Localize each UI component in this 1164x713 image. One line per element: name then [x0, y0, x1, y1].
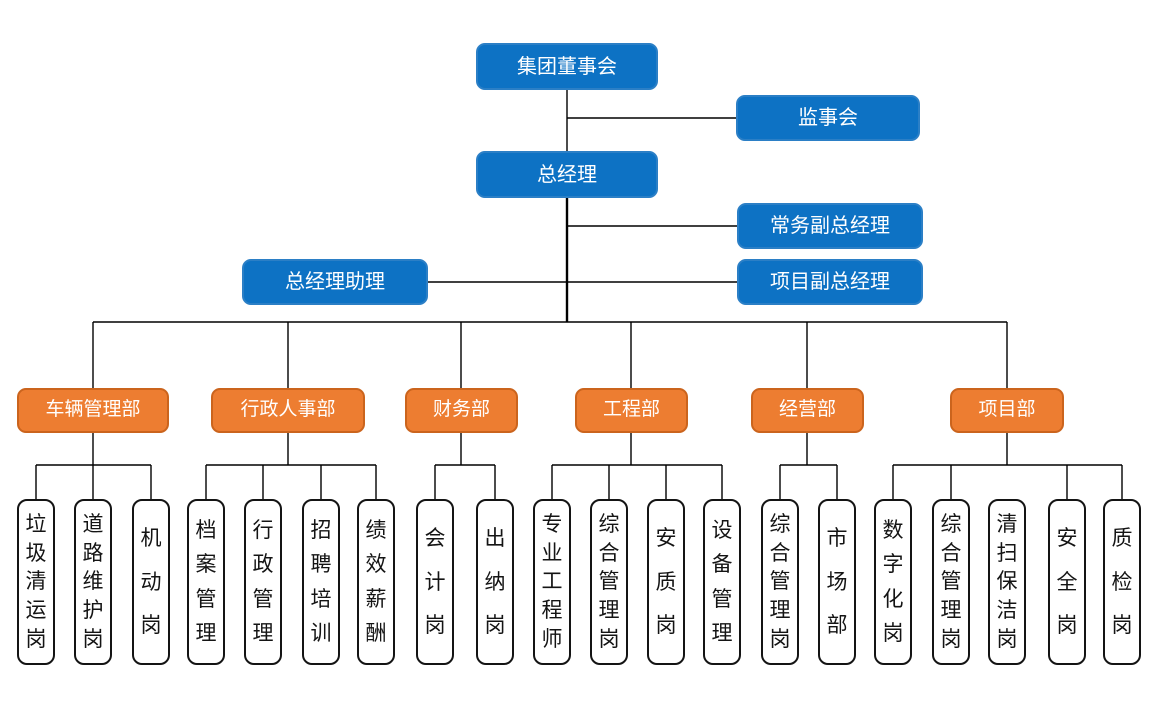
- node-dept-finance: 财务部: [405, 388, 518, 433]
- node-position-performance-pay: 绩效薪酬: [357, 499, 395, 665]
- node-supervisory-board: 监事会: [736, 95, 920, 141]
- node-position-general-management-eng: 综合管理岗: [590, 499, 628, 665]
- node-executive-deputy-gm: 常务副总经理: [737, 203, 923, 249]
- node-gm-assistant: 总经理助理: [242, 259, 428, 305]
- node-position-general-management-ops: 综合管理岗: [761, 499, 799, 665]
- node-position-professional-engineer: 专业工程师: [533, 499, 571, 665]
- node-dept-admin-hr: 行政人事部: [211, 388, 365, 433]
- node-position-road-maintenance: 道路维护岗: [74, 499, 112, 665]
- node-project-deputy-gm: 项目副总经理: [737, 259, 923, 305]
- node-group-board: 集团董事会: [476, 43, 658, 90]
- node-position-recruit-training: 招聘培训: [302, 499, 340, 665]
- node-position-cashier: 出纳岗: [476, 499, 514, 665]
- node-position-admin: 行政管理: [244, 499, 282, 665]
- node-position-garbage-collection: 垃圾清运岗: [17, 499, 55, 665]
- node-position-digitalization: 数字化岗: [874, 499, 912, 665]
- node-position-mobile: 机动岗: [132, 499, 170, 665]
- node-dept-engineering: 工程部: [575, 388, 688, 433]
- node-position-accounting: 会计岗: [416, 499, 454, 665]
- node-general-manager: 总经理: [476, 151, 658, 198]
- node-position-archives: 档案管理: [187, 499, 225, 665]
- node-position-safety-quality: 安质岗: [647, 499, 685, 665]
- node-dept-operations: 经营部: [751, 388, 864, 433]
- node-position-equipment: 设备管理: [703, 499, 741, 665]
- node-position-cleaning: 清扫保洁岗: [988, 499, 1026, 665]
- node-dept-vehicle-management: 车辆管理部: [17, 388, 169, 433]
- node-position-market: 市场部: [818, 499, 856, 665]
- node-position-safety: 安全岗: [1048, 499, 1086, 665]
- node-dept-project: 项目部: [950, 388, 1064, 433]
- node-position-general-management-proj: 综合管理岗: [932, 499, 970, 665]
- node-position-quality-inspection: 质检岗: [1103, 499, 1141, 665]
